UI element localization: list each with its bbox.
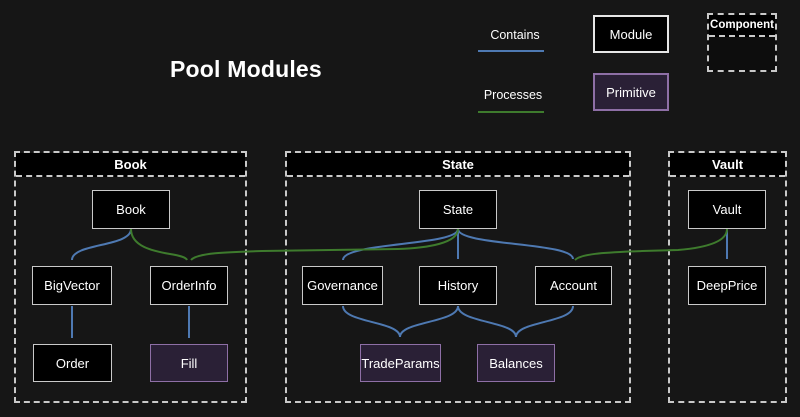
- legend-module-box: Module: [593, 15, 669, 53]
- edge-state-governance: [342, 228, 459, 261]
- node-history: History: [419, 266, 497, 305]
- container-state: State: [285, 151, 631, 403]
- edge-history-tradeparams: [399, 305, 459, 338]
- node-state: State: [419, 190, 497, 229]
- legend-processes-label: Processes: [483, 88, 543, 102]
- node-vault: Vault: [688, 190, 766, 229]
- container-vault-header: Vault: [670, 153, 785, 177]
- edge-vault-account: [574, 228, 728, 261]
- container-state-header: State: [287, 153, 629, 177]
- legend-component-box: Component: [707, 13, 777, 72]
- node-tradeparams: TradeParams: [360, 344, 441, 382]
- container-book: Book: [14, 151, 247, 403]
- node-account: Account: [535, 266, 612, 305]
- node-fill: Fill: [150, 344, 228, 382]
- legend-component-label: Component: [709, 15, 775, 37]
- node-balances: Balances: [477, 344, 555, 382]
- node-governance: Governance: [302, 266, 383, 305]
- legend-contains-label: Contains: [490, 28, 540, 42]
- edge-history-balances: [457, 305, 517, 338]
- node-book: Book: [92, 190, 170, 229]
- node-deepprice: DeepPrice: [688, 266, 766, 305]
- container-vault: Vault: [668, 151, 787, 403]
- container-book-header: Book: [16, 153, 245, 177]
- node-bigvector: BigVector: [32, 266, 112, 305]
- edge-state-account: [457, 228, 574, 260]
- edge-book-bigvector: [71, 228, 132, 261]
- edge-account-balances: [515, 305, 574, 338]
- node-order: Order: [33, 344, 112, 382]
- page-title: Pool Modules: [170, 56, 322, 82]
- edge-book-orderinfo: [130, 228, 188, 261]
- edge-governance-tradeparams: [342, 305, 401, 338]
- legend-primitive-box: Primitive: [593, 73, 669, 111]
- edge-state-orderinfo: [190, 228, 459, 261]
- node-orderinfo: OrderInfo: [150, 266, 228, 305]
